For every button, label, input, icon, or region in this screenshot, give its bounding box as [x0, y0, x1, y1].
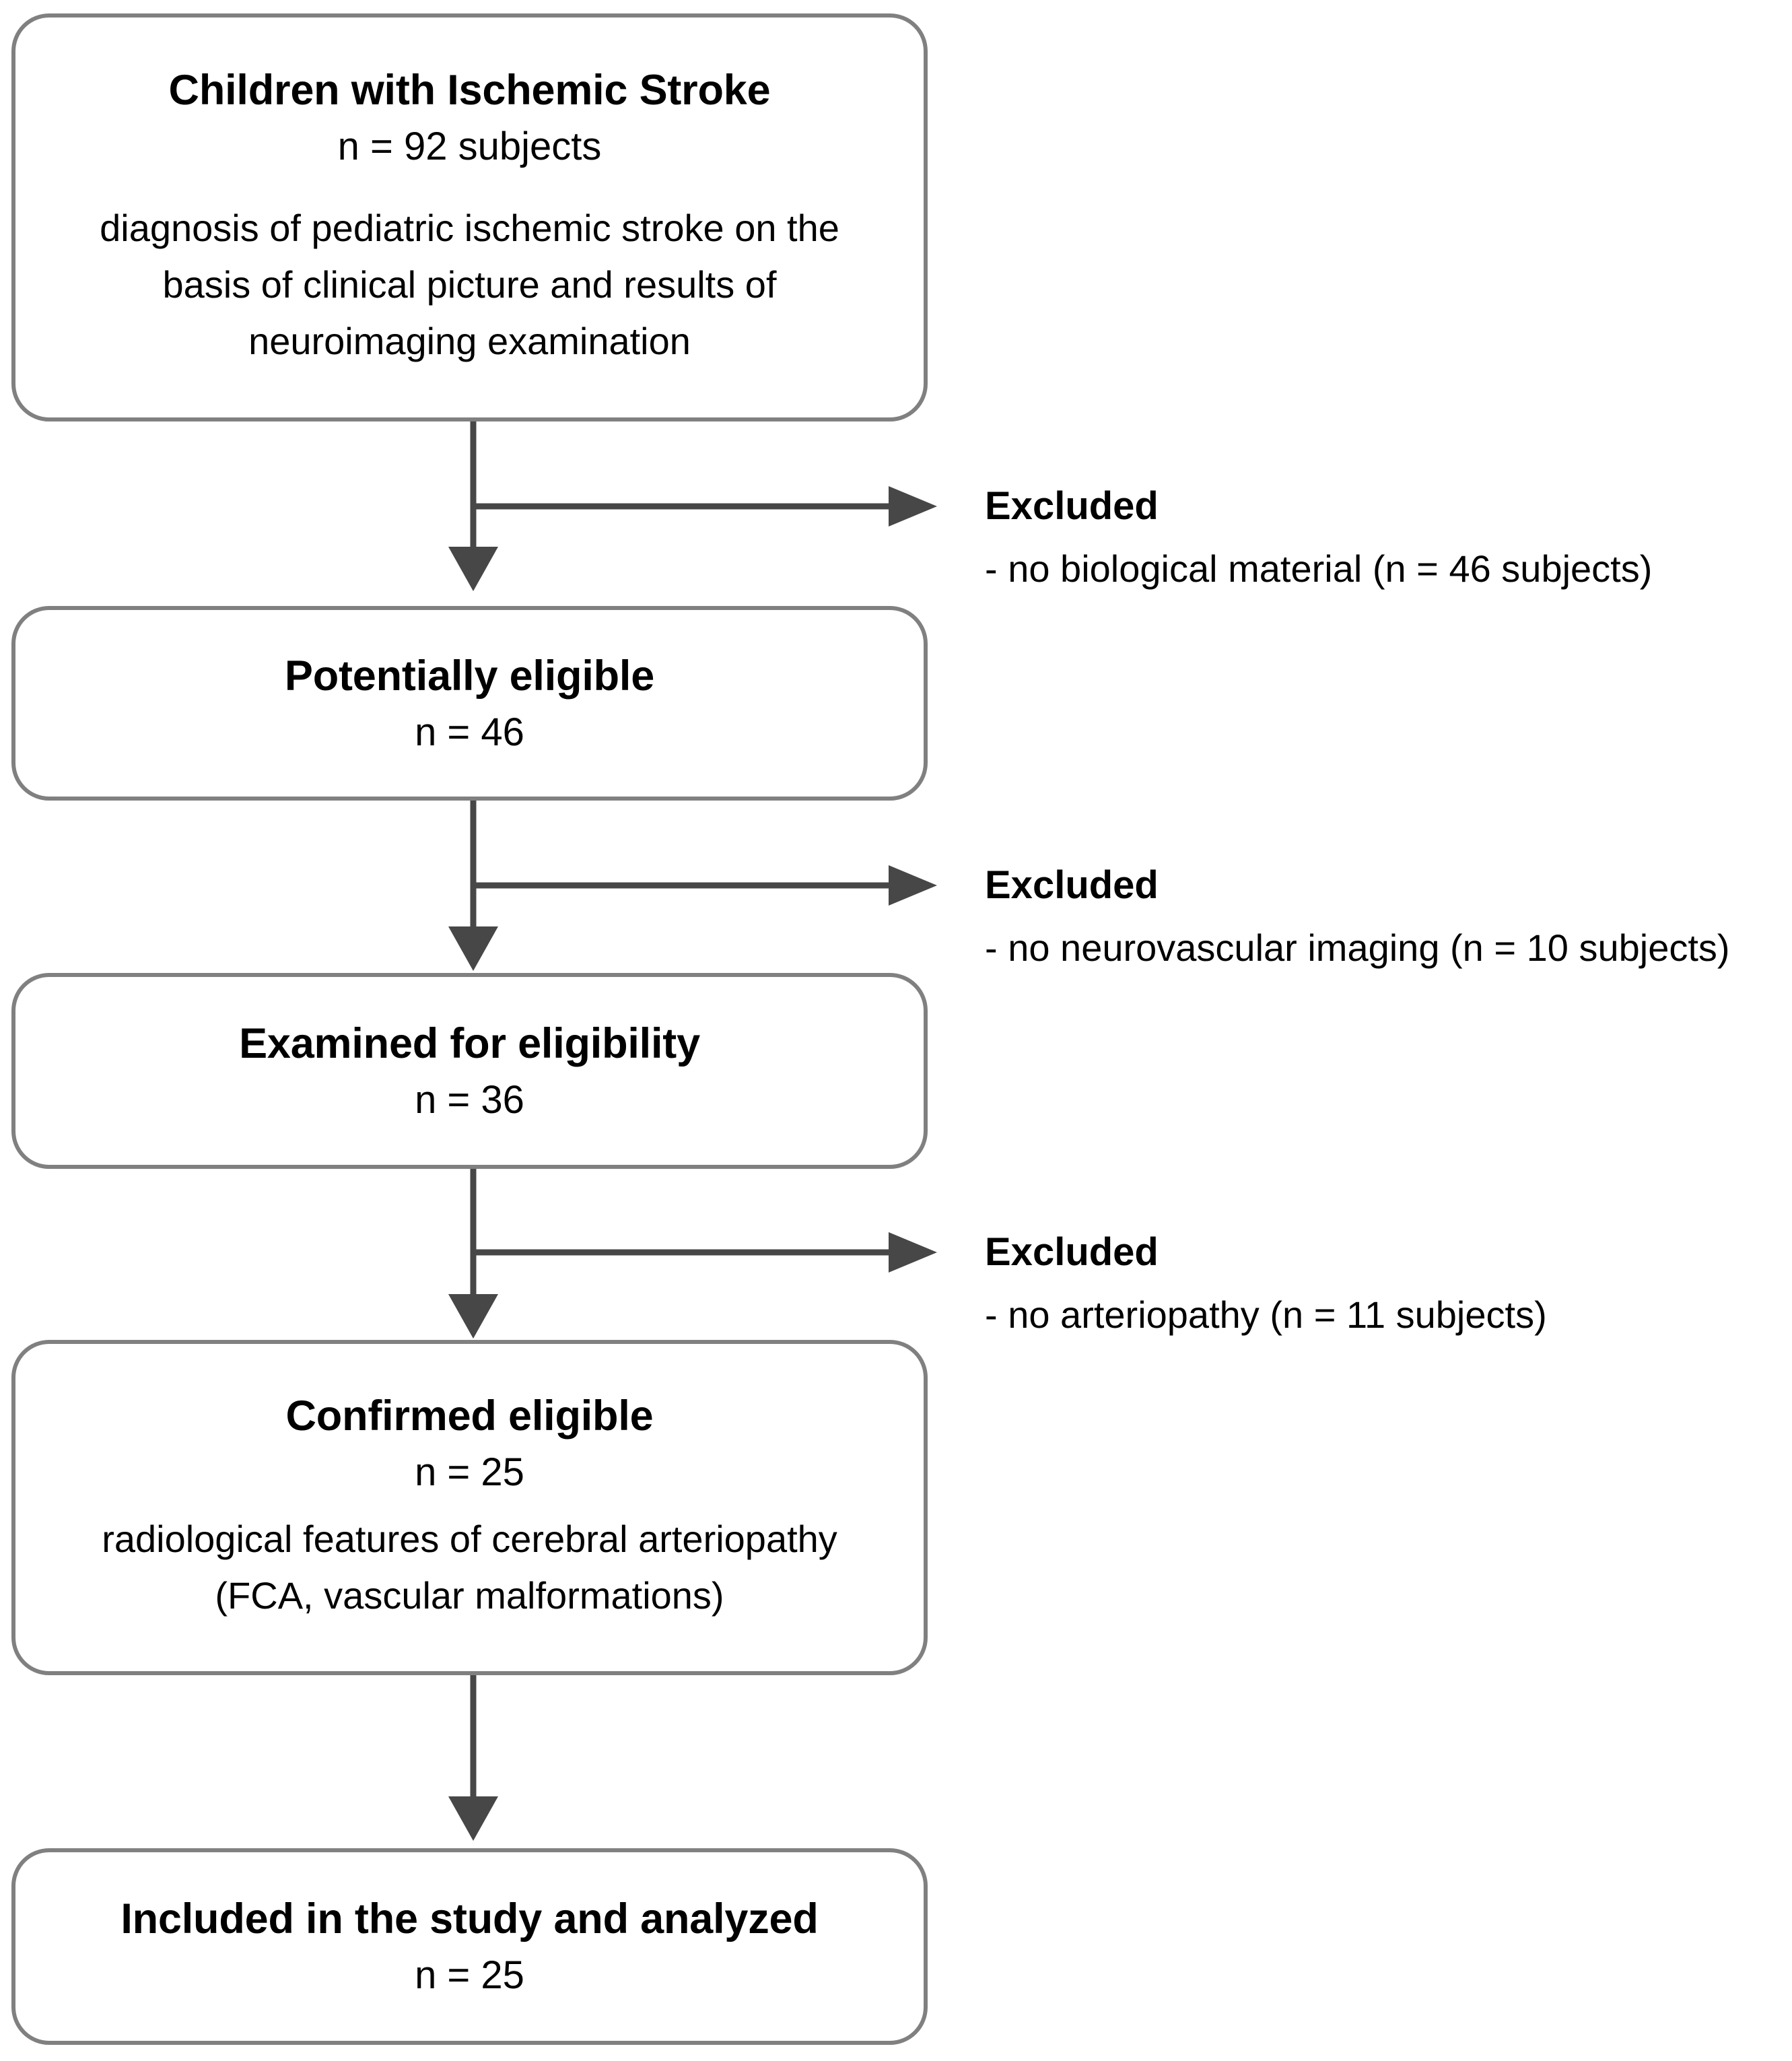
flow-box-count: n = 46 — [415, 710, 524, 754]
exclusion-heading: Excluded — [985, 863, 1159, 907]
flow-box-description: diagnosis of pediatric ischemic stroke o… — [100, 200, 839, 370]
description-line: (FCA, vascular malformations) — [215, 1574, 724, 1617]
connector-stage3-to-stage4 — [448, 1169, 498, 1339]
flow-box-count: n = 92 subjects — [337, 125, 602, 169]
connector-stage2-to-stage3 — [448, 801, 498, 971]
connector-exclusion-1 — [473, 486, 937, 527]
flow-box-count: n = 36 — [415, 1077, 524, 1122]
exclusion-heading: Excluded — [985, 1230, 1159, 1274]
flow-box-title: Included in the study and analyzed — [120, 1895, 819, 1943]
description-line: diagnosis of pediatric ischemic stroke o… — [100, 206, 839, 249]
connector-exclusion-2 — [473, 865, 937, 906]
flow-box-included-in-the-study-and-analyzed: Included in the study and analyzed n = 2… — [11, 1848, 928, 2045]
flow-box-examined-for-eligibility: Examined for eligibility n = 36 — [11, 973, 928, 1169]
exclusion-heading: Excluded — [985, 484, 1159, 528]
flow-box-count: n = 25 — [415, 1953, 524, 1998]
exclusion-note-no-biological-material: Excluded - no biological material (n = 4… — [985, 483, 1652, 592]
exclusion-note-no-arteriopathy: Excluded - no arteriopathy (n = 11 subje… — [985, 1229, 1547, 1338]
exclusion-reason: - no biological material (n = 46 subject… — [985, 547, 1653, 590]
flow-box-title: Confirmed eligible — [285, 1392, 654, 1440]
exclusion-note-no-neurovascular-imaging: Excluded - no neurovascular imaging (n =… — [985, 863, 1730, 971]
description-line: basis of clinical picture and results of — [162, 263, 777, 306]
connector-stage1-to-stage2 — [448, 421, 498, 591]
exclusion-reason: - no neurovascular imaging (n = 10 subje… — [985, 926, 1730, 970]
flow-box-title: Potentially eligible — [284, 652, 655, 700]
flow-box-count: n = 25 — [415, 1450, 524, 1495]
flow-box-potentially-eligible: Potentially eligible n = 46 — [11, 606, 928, 801]
exclusion-reason: - no arteriopathy (n = 11 subjects) — [985, 1293, 1547, 1337]
flow-box-title: Children with Ischemic Stroke — [168, 67, 771, 114]
connector-exclusion-3 — [473, 1232, 937, 1273]
connector-stage4-to-stage5 — [448, 1675, 498, 1841]
description-line: radiological features of cerebral arteri… — [102, 1517, 837, 1560]
flow-box-title: Examined for eligibility — [239, 1019, 700, 1067]
flow-box-description: radiological features of cerebral arteri… — [102, 1511, 837, 1624]
flow-box-confirmed-eligible: Confirmed eligible n = 25 radiological f… — [11, 1340, 928, 1675]
flow-box-children-with-ischemic-stroke: Children with Ischemic Stroke n = 92 sub… — [11, 13, 928, 421]
description-line: neuroimaging examination — [248, 319, 691, 362]
